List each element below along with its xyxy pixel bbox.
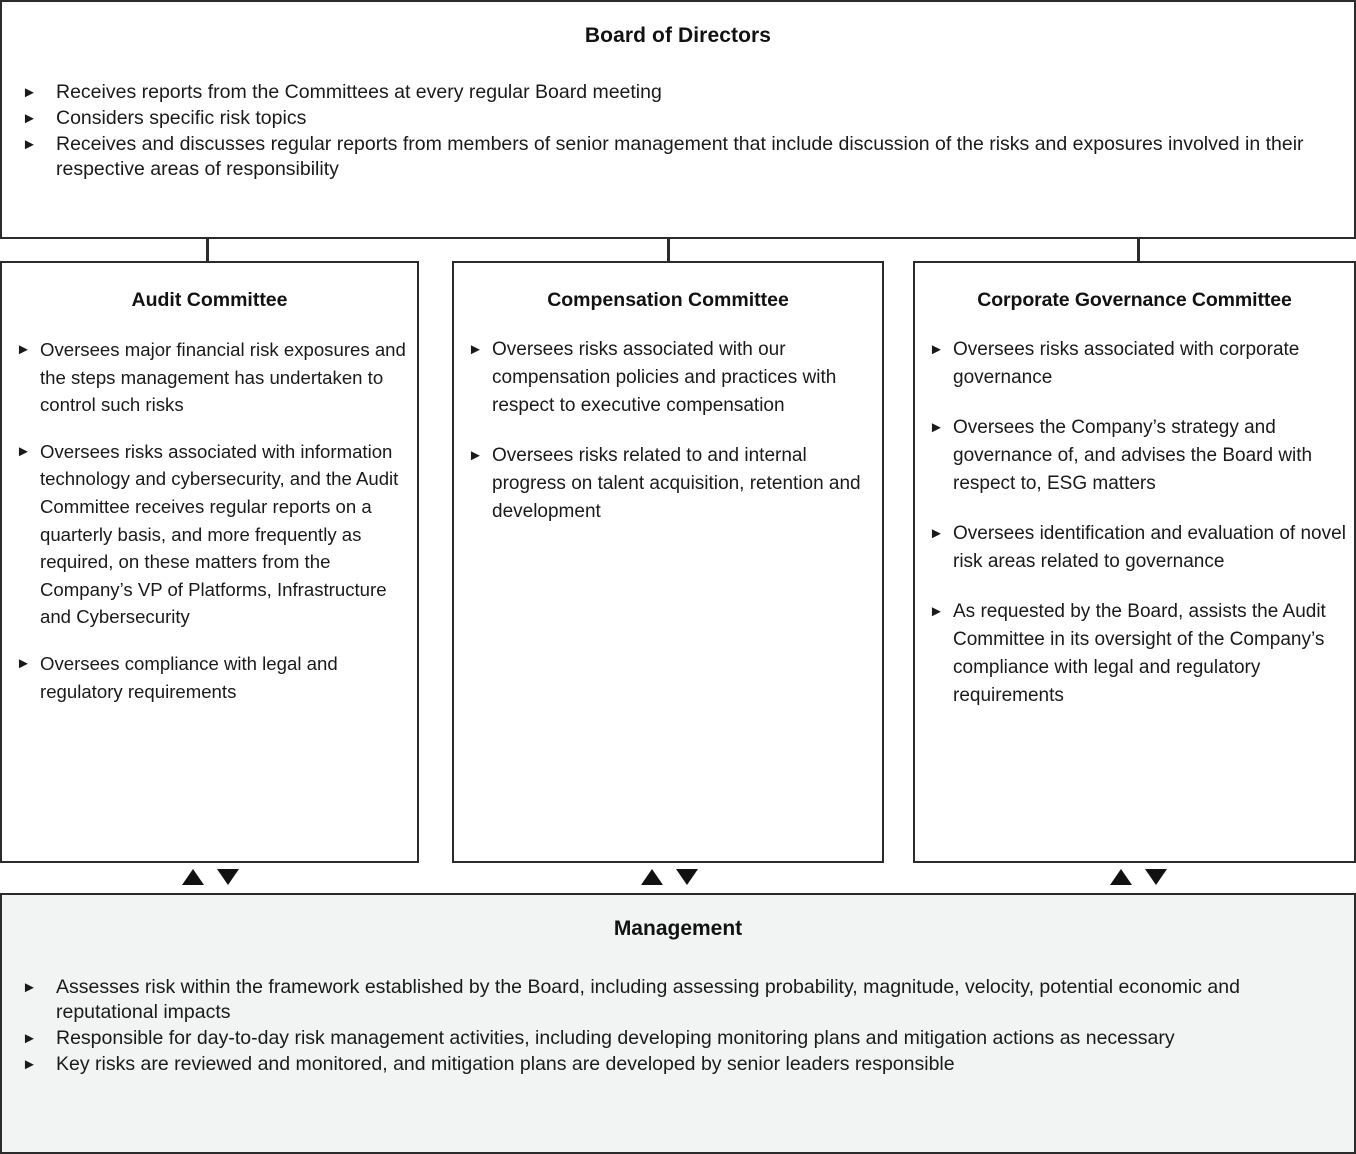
compensation-committee-box: Compensation Committee ► Oversees risks a… xyxy=(452,261,884,863)
bullet-text: Oversees compliance with legal and regul… xyxy=(40,652,338,702)
audit-committee-box: Audit Committee ► Oversees major financia… xyxy=(0,261,419,863)
audit-committee-title: Audit Committee xyxy=(131,289,288,311)
bullet-text: Oversees risks associated with informati… xyxy=(40,440,399,628)
bullet-triangle-icon: ► xyxy=(16,654,31,672)
arrow-up-icon xyxy=(182,869,204,885)
connector-line-governance xyxy=(1137,237,1140,263)
bullet-text: Oversees risks related to and internal p… xyxy=(492,445,861,522)
arrow-pair-governance xyxy=(1110,869,1167,885)
corporate-governance-committee-box: Corporate Governance Committee ► Oversees… xyxy=(913,261,1356,863)
bullet-item: ► Oversees risks associated with our comp… xyxy=(462,336,874,420)
bullet-text: Receives reports from the Committees at … xyxy=(56,81,662,103)
management-title: Management xyxy=(613,917,743,940)
bullet-triangle-icon: ► xyxy=(929,341,944,358)
bullet-triangle-icon: ► xyxy=(22,84,37,101)
arrow-down-icon xyxy=(676,869,698,885)
bullet-item: ► Key risks are reviewed and monitored, a… xyxy=(16,1052,1340,1077)
bullet-text: Considers specific risk topics xyxy=(56,107,307,129)
bullet-text: Oversees major financial risk exposures … xyxy=(40,339,406,416)
board-of-directors-bullet-list: ► Receives reports from the Committees at… xyxy=(16,80,1340,182)
management-box: Management ► Assesses risk within the fra… xyxy=(0,893,1356,1154)
corporate-governance-committee-bullet-list: ► Oversees risks associated with corporat… xyxy=(923,336,1346,710)
audit-committee-bullet-list: ► Oversees major financial risk exposures… xyxy=(10,336,409,705)
bullet-text: Oversees the Company’s strategy and gove… xyxy=(953,417,1313,494)
bullet-item: ► As requested by the Board, assists the … xyxy=(923,598,1346,710)
bullet-item: ► Considers specific risk topics xyxy=(16,106,1340,131)
arrow-pair-audit xyxy=(182,869,239,885)
bullet-item: ► Oversees the Company’s strategy and gov… xyxy=(923,414,1346,498)
bullet-triangle-icon: ► xyxy=(929,603,944,620)
bullet-item: ► Oversees risks associated with corporat… xyxy=(923,336,1346,392)
bullet-triangle-icon: ► xyxy=(16,442,31,460)
bullet-triangle-icon: ► xyxy=(468,341,483,358)
management-bullet-list: ► Assesses risk within the framework esta… xyxy=(16,975,1340,1077)
compensation-committee-title: Compensation Committee xyxy=(547,289,789,311)
arrow-pair-compensation xyxy=(641,869,698,885)
bullet-text: Assesses risk within the framework estab… xyxy=(56,976,1240,1023)
bullet-item: ► Oversees identification and evaluation … xyxy=(923,520,1346,576)
bullet-item: ► Oversees risks associated with informat… xyxy=(10,438,409,631)
bullet-text: Key risks are reviewed and monitored, an… xyxy=(56,1053,955,1075)
compensation-committee-bullet-list: ► Oversees risks associated with our comp… xyxy=(462,336,874,526)
bullet-triangle-icon: ► xyxy=(929,419,944,436)
bullet-item: ► Receives and discusses regular reports … xyxy=(16,132,1340,182)
bullet-text: As requested by the Board, assists the A… xyxy=(953,601,1326,706)
bullet-text: Responsible for day-to-day risk manageme… xyxy=(56,1027,1175,1049)
bullet-triangle-icon: ► xyxy=(22,110,37,127)
bullet-item: ► Oversees compliance with legal and regu… xyxy=(10,650,409,705)
bullet-triangle-icon: ► xyxy=(929,525,944,542)
bullet-triangle-icon: ► xyxy=(22,1030,37,1047)
bullet-item: ► Oversees risks related to and internal … xyxy=(462,442,874,526)
corporate-governance-committee-title: Corporate Governance Committee xyxy=(977,289,1292,311)
bullet-triangle-icon: ► xyxy=(16,341,31,358)
bullet-triangle-icon: ► xyxy=(468,447,483,464)
bullet-item: ► Responsible for day-to-day risk managem… xyxy=(16,1026,1340,1051)
bullet-triangle-icon: ► xyxy=(22,136,37,153)
bullet-item: ► Oversees major financial risk exposures… xyxy=(10,336,409,419)
bullet-triangle-icon: ► xyxy=(22,979,37,996)
arrow-down-icon xyxy=(1145,869,1167,885)
bullet-text: Oversees identification and evaluation o… xyxy=(953,523,1346,572)
bullet-text: Oversees risks associated with corporate… xyxy=(953,339,1300,388)
connector-line-compensation xyxy=(667,237,670,263)
bullet-triangle-icon: ► xyxy=(22,1056,37,1073)
arrow-up-icon xyxy=(641,869,663,885)
board-of-directors-box: Board of Directors ► Receives reports fro… xyxy=(0,0,1356,239)
board-of-directors-title: Board of Directors xyxy=(584,24,772,47)
connector-line-audit xyxy=(206,237,209,263)
bullet-item: ► Assesses risk within the framework esta… xyxy=(16,975,1340,1025)
bullet-text: Receives and discusses regular reports f… xyxy=(56,133,1304,180)
arrow-down-icon xyxy=(217,869,239,885)
bullet-item: ► Receives reports from the Committees at… xyxy=(16,80,1340,105)
arrow-up-icon xyxy=(1110,869,1132,885)
bullet-text: Oversees risks associated with our compe… xyxy=(492,339,837,416)
